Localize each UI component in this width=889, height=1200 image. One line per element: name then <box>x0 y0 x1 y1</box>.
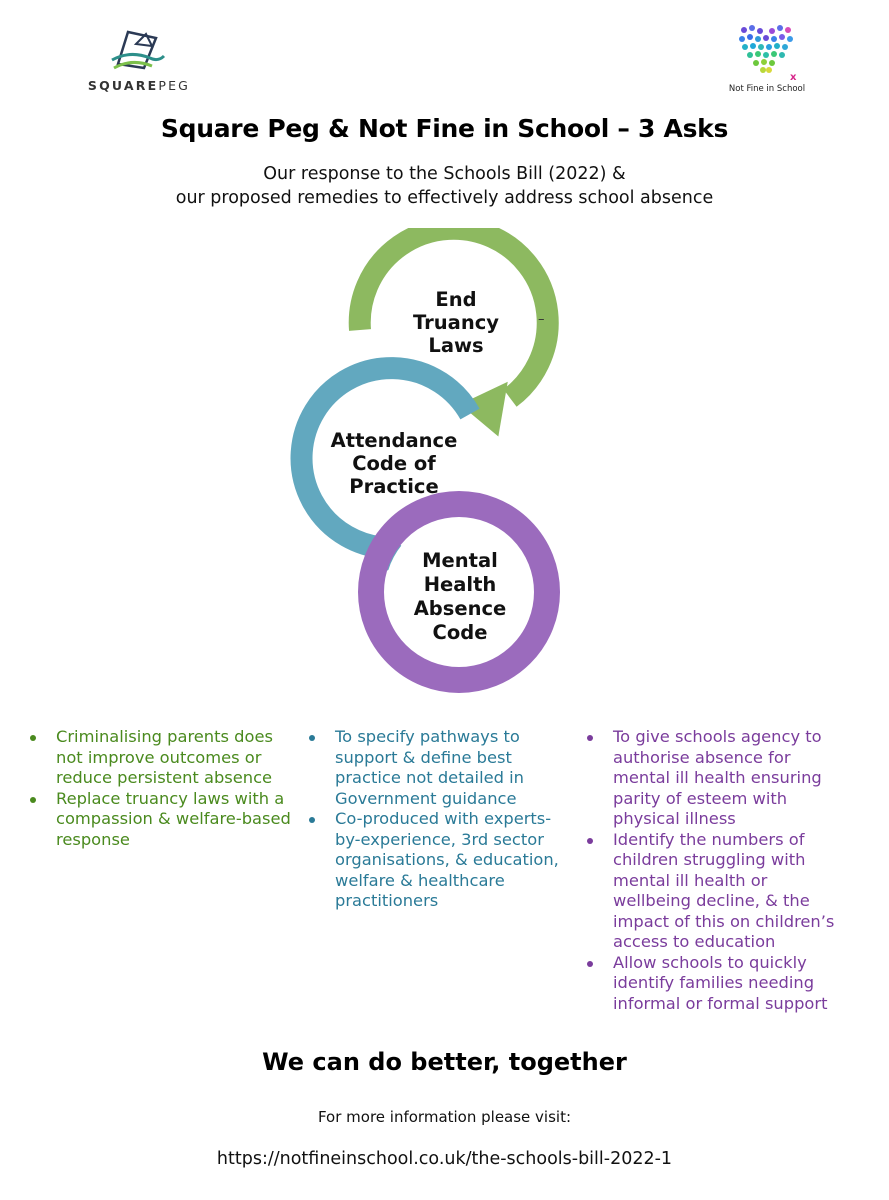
list-item: Replace truancy laws with a compassion &… <box>26 789 296 851</box>
circular-arrows-graphic <box>290 217 560 693</box>
list-item: Criminalising parents does not improve o… <box>26 727 296 789</box>
ring-extra-dash: – <box>538 312 545 327</box>
purple-ring <box>358 491 560 693</box>
not-fine-in-school-logo: x Not Fine in School <box>722 22 812 102</box>
list-item: To specify pathways to support & define … <box>305 727 567 809</box>
square-peg-logo: SQUAREPEG <box>84 24 194 94</box>
heart-of-hearts-icon <box>739 25 793 73</box>
list-item: Allow schools to quickly identify famili… <box>583 953 845 1015</box>
tagline: We can do better, together <box>262 1048 627 1076</box>
subtitle-line-2: our proposed remedies to effectively add… <box>175 188 714 208</box>
logo-caption: Not Fine in School <box>728 84 806 94</box>
page-title: Square Peg & Not Fine in School – 3 Asks <box>160 114 729 143</box>
square-peg-wordmark: SQUAREPEG <box>87 78 191 93</box>
page-subtitle: Our response to the Schools Bill (2022) … <box>0 162 889 210</box>
three-asks-diagram: End Truancy Laws – Attendance Code of Pr… <box>280 217 580 708</box>
ring-label-end-truancy-laws: End Truancy Laws <box>413 288 499 357</box>
ring-label-attendance-code: Attendance Code of Practice <box>330 429 458 498</box>
column-attendance-code: To specify pathways to support & define … <box>305 727 567 912</box>
square-peg-mark-icon <box>111 30 166 70</box>
column-mental-health-code: To give schools agency to authorise abse… <box>583 727 845 1014</box>
logo-x-mark: x <box>790 72 797 83</box>
list-item: Co-produced with experts-by-experience, … <box>305 809 567 912</box>
ring-label-mental-health-code: Mental Health Absence Code <box>413 549 507 644</box>
subtitle-line-1: Our response to the Schools Bill (2022) … <box>263 164 626 184</box>
more-info-text: For more information please visit: <box>317 1108 572 1126</box>
column-end-truancy-laws: Criminalising parents does not improve o… <box>26 727 296 850</box>
info-link[interactable]: https://notfineinschool.co.uk/the-school… <box>216 1149 673 1169</box>
list-item: Identify the numbers of children struggl… <box>583 830 845 953</box>
list-item: To give schools agency to authorise abse… <box>583 727 845 830</box>
